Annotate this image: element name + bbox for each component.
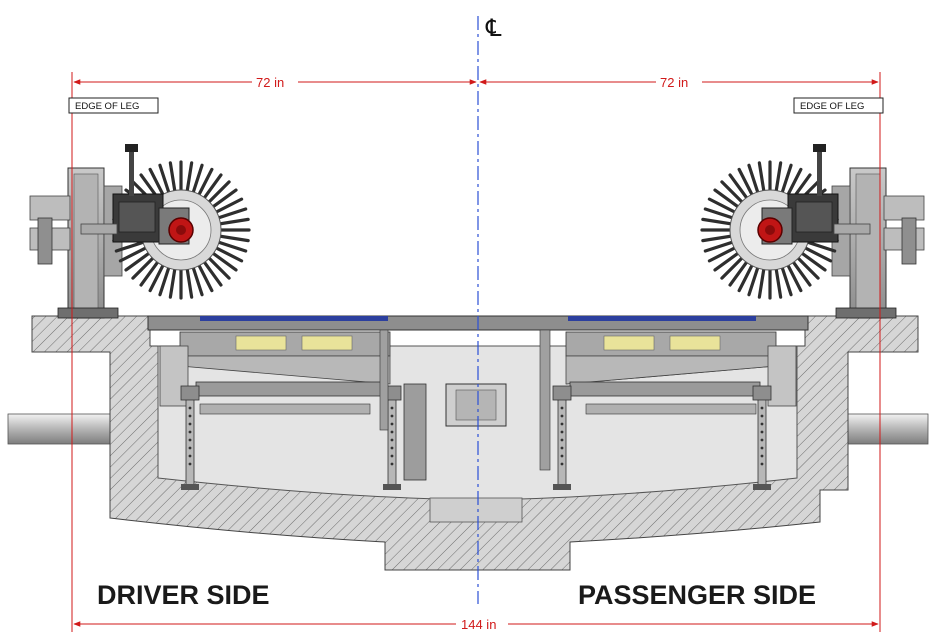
side-post-right — [379, 329, 389, 431]
frame-right — [565, 331, 797, 415]
driver-side-label: DRIVER SIDE — [97, 580, 270, 610]
dim-label-right-half: 72 in — [660, 75, 688, 90]
pad-right-2 — [669, 335, 721, 351]
tag-left-label: EDGE OF LEG — [75, 101, 139, 112]
pad-left-2 — [301, 335, 353, 351]
leg-assembly-right — [831, 167, 925, 319]
dim-label-left-half: 72 in — [256, 75, 284, 90]
drain-block — [429, 497, 523, 523]
pad-right-1 — [603, 335, 655, 351]
tag-right-box — [793, 97, 884, 114]
deck-strip-left — [200, 316, 388, 321]
tag-right-label: EDGE OF LEG — [800, 101, 864, 112]
center-actuator — [403, 383, 427, 481]
passenger-side-label: PASSENGER SIDE — [578, 580, 816, 610]
dim-label-overall: 144 in — [461, 617, 496, 632]
leg-assembly-left — [29, 167, 123, 319]
centerline-symbol: ℄ — [485, 14, 502, 42]
left-pipe — [7, 413, 111, 445]
tag-left-box — [68, 97, 159, 114]
pad-left-1 — [235, 335, 287, 351]
right-pipe — [841, 413, 929, 445]
deck-strip-right — [568, 316, 756, 321]
side-post-left — [539, 329, 551, 471]
